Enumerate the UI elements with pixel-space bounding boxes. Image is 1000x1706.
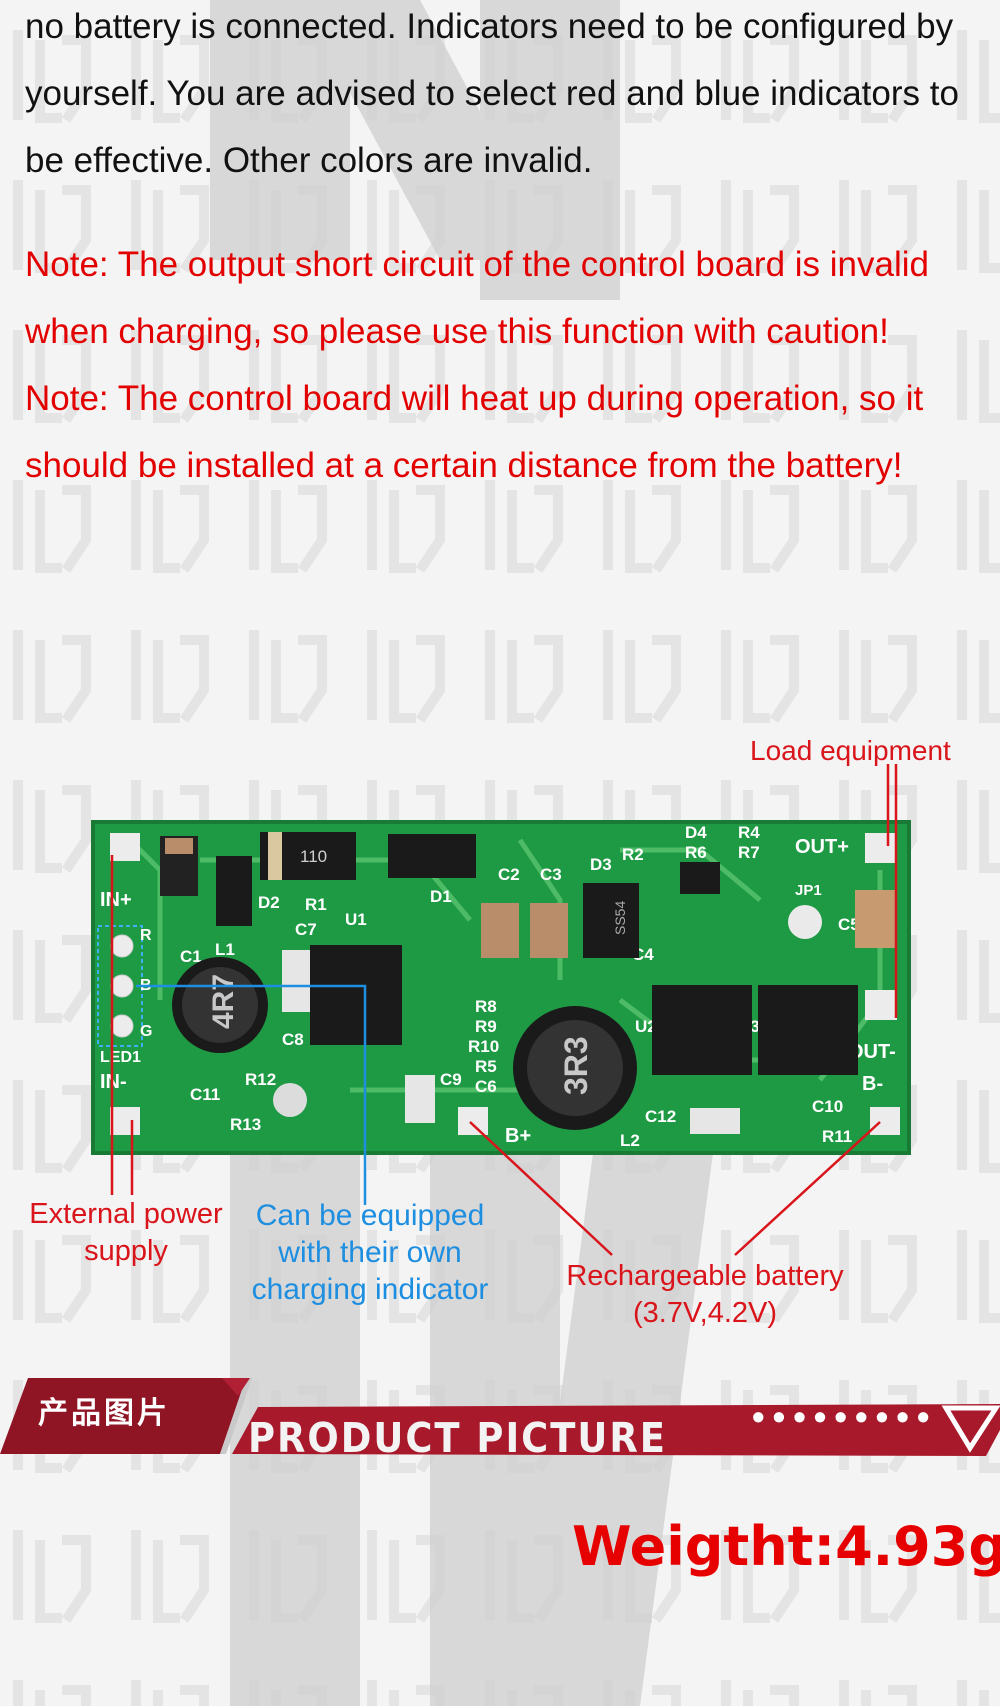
wiring-diagram: Load equipment I xyxy=(0,700,1000,1340)
note-short-circuit: Note: The output short circuit of the co… xyxy=(25,245,930,351)
pcb-c1: C1 xyxy=(180,947,202,966)
indicator-line3: charging indicator xyxy=(251,1273,489,1306)
pcb-c10: C10 xyxy=(812,1097,843,1116)
pcb-r6: R6 xyxy=(685,843,707,862)
pcb-inductor-4r7: 4R7 xyxy=(207,974,240,1029)
banner-shape xyxy=(0,1378,1000,1456)
battery-label: Rechargeable battery (3.7V,4.2V) xyxy=(550,1258,860,1332)
pcb-r7: R7 xyxy=(738,843,760,862)
battery-line1: Rechargeable battery xyxy=(566,1260,844,1292)
pcb-c5: C5 xyxy=(838,915,860,934)
pcb-in-plus: IN+ xyxy=(100,889,132,911)
pcb-out-plus: OUT+ xyxy=(795,836,849,858)
pcb-r8: R8 xyxy=(475,997,497,1016)
indicator-line2: with their own xyxy=(278,1236,462,1269)
indicator-line1: Can be equipped xyxy=(255,1199,485,1232)
pcb-led1: LED1 xyxy=(100,1049,141,1066)
banner-en-title: PRODUCT PICTURE xyxy=(248,1414,667,1462)
pcb-r11: R11 xyxy=(822,1127,852,1146)
pcb-d1: D1 xyxy=(430,887,452,906)
pcb-c8: C8 xyxy=(282,1030,304,1049)
pcb-l1: L1 xyxy=(215,940,235,959)
external-power-label: External power supply xyxy=(22,1196,230,1270)
pcb-r4: R4 xyxy=(738,823,760,842)
external-power-line1: External power xyxy=(29,1198,223,1230)
pcb-ss54: SS54 xyxy=(612,901,628,935)
pcb-c2: C2 xyxy=(498,865,520,884)
pcb-out-minus: OUT- xyxy=(848,1041,896,1063)
pcb-c12: C12 xyxy=(645,1107,676,1126)
product-picture-banner: 产品图片 PRODUCT PICTURE ••••••••• xyxy=(0,1378,1000,1462)
pcb-c9: C9 xyxy=(440,1070,462,1089)
pcb-r13: R13 xyxy=(230,1115,261,1134)
banner-cn-title: 产品图片 xyxy=(38,1396,170,1431)
pcb-pin-r: R xyxy=(140,927,152,944)
indicator-label: Can be equipped with their own charging … xyxy=(240,1197,500,1308)
description-text: no battery is connected. Indicators need… xyxy=(25,0,975,499)
pcb-r12: R12 xyxy=(245,1070,276,1089)
pcb-u1: U1 xyxy=(345,910,367,929)
pcb-in-minus: IN- xyxy=(100,1071,127,1093)
pcb-c3: C3 xyxy=(540,865,562,884)
pcb-u2: U2 xyxy=(635,1017,657,1036)
intro-paragraph: no battery is connected. Indicators need… xyxy=(25,7,959,180)
pcb-r5: R5 xyxy=(475,1057,497,1076)
note-heat: Note: The control board will heat up dur… xyxy=(25,379,924,485)
pcb-r2: R2 xyxy=(622,845,644,864)
external-power-line2: supply xyxy=(84,1235,168,1267)
pcb-c11: C11 xyxy=(190,1085,220,1104)
pcb-l2: L2 xyxy=(620,1131,640,1150)
pcb-board: IN+ IN- LED1 R B G OUT+ OUT- B- B+ D4 R6… xyxy=(91,764,911,1256)
load-equipment-label: Load equipment xyxy=(750,735,951,766)
pcb-d4: D4 xyxy=(685,823,707,842)
battery-line2: (3.7V,4.2V) xyxy=(632,1297,778,1329)
weight-text: Weigtht:4.93g xyxy=(572,1515,1000,1578)
pcb-d2: D2 xyxy=(258,893,280,912)
pcb-b-plus: B+ xyxy=(505,1125,531,1147)
pcb-r10: R10 xyxy=(468,1037,499,1056)
pcb-pin-g: G xyxy=(140,1023,152,1040)
pcb-b-minus: B- xyxy=(862,1073,883,1095)
pcb-d3: D3 xyxy=(590,855,612,874)
pcb-chip-110: 110 xyxy=(300,847,327,866)
pcb-inductor-3r3: 3R3 xyxy=(558,1036,594,1095)
pcb-r9: R9 xyxy=(475,1017,497,1036)
pcb-c7: C7 xyxy=(295,920,317,939)
banner-dots: ••••••••• xyxy=(752,1396,938,1437)
pcb-jp1: JP1 xyxy=(795,882,822,899)
pcb-c6: C6 xyxy=(475,1077,497,1096)
pcb-r1: R1 xyxy=(305,895,327,914)
